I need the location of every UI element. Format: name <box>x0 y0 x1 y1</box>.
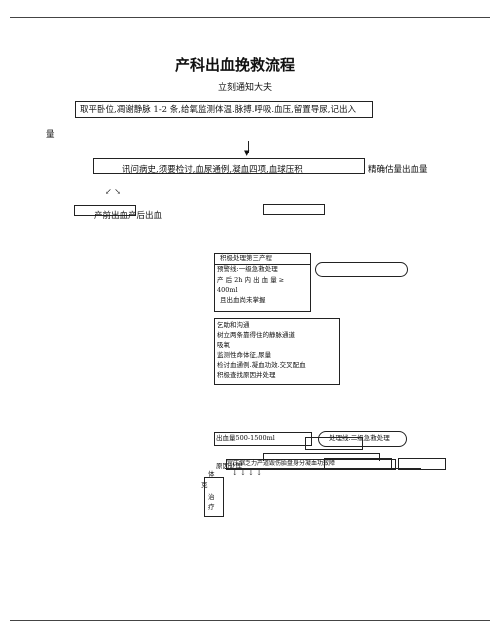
causes-box <box>226 459 396 470</box>
second-level-text: 处理线:二级急救处理 <box>329 434 390 442</box>
causes-text: 宫压缩乏力产道毁伤胎盘身分凝血功效障 <box>227 460 336 467</box>
box-a-line1: 积极处理第三产程 <box>220 254 272 262</box>
shock-char-3: 治 <box>208 493 215 501</box>
box-b-line5: 检讨血通例.凝血功效.交叉配血 <box>217 361 306 369</box>
box-b-line1: 乞助和沟通 <box>217 321 250 329</box>
split-arrows: ↙ ↘ <box>105 187 121 196</box>
notify-doctor: 立刻通知大夫 <box>218 83 273 93</box>
extra-box <box>398 458 446 470</box>
box-b-line2: 树立两条靠得住的静脉通道 <box>217 331 295 339</box>
postpartum-box <box>263 204 325 215</box>
warning-oval <box>315 262 408 277</box>
arrow-head: ▼ <box>244 149 250 157</box>
box-b-line4: 监测性命体征,尿量 <box>217 351 272 359</box>
shock-box <box>204 477 224 517</box>
box-a-line3: 产 后 2h 内 出 血 量 ≥ <box>217 276 285 284</box>
box-a-divider <box>214 264 311 265</box>
step1-text: 取平卧位,凋谢静脉 1-2 条,给氧监测体温.脉搏.呼吸.血压,留置导尿,记出入 <box>80 105 357 115</box>
coag-box <box>324 458 392 470</box>
management-box <box>214 318 340 385</box>
box-c-text: 出血量500-1500ml <box>216 434 275 442</box>
arrow-shaft <box>248 141 249 153</box>
page-title: 产科出血挽救流程 <box>175 56 296 74</box>
step2-tail: 精确估量出血量 <box>368 165 428 175</box>
cause-hline-mid <box>225 468 421 469</box>
cause-vline-left <box>263 453 264 461</box>
cause-label: 原因处理 <box>216 462 242 470</box>
cause-top-box <box>305 437 363 450</box>
cause-vline-right <box>379 453 380 461</box>
top-rule <box>10 17 490 18</box>
box-a-line5: 且出血尚未掌握 <box>220 296 266 304</box>
cause-hline-top <box>263 453 379 454</box>
box-a-line4: 400ml <box>217 286 238 294</box>
shock-char-1: 体 <box>208 470 215 478</box>
box-b-line6: 积极查找原因并处理 <box>217 371 276 379</box>
step2-text: 讯问病史,须要检讨,血尿通例,凝血四项,血球压积 <box>122 165 303 175</box>
blood-loss-box <box>214 432 312 446</box>
box-a-line2: 预警线:一级急救处理 <box>217 265 278 273</box>
third-stage-box <box>214 253 311 312</box>
step2-box <box>93 158 365 174</box>
shock-char-4: 疗 <box>208 503 215 511</box>
antepartum-box <box>74 205 136 216</box>
step1-box <box>75 101 373 118</box>
causes-arrows: ↓ ↓ ↓ ↓ <box>232 469 263 477</box>
step1-text-wrap: 量 <box>46 130 55 140</box>
box-b-line3: 吸氧 <box>217 341 230 349</box>
bottom-rule <box>10 620 490 621</box>
branch-label: 产前出血产后出血 <box>94 211 163 221</box>
